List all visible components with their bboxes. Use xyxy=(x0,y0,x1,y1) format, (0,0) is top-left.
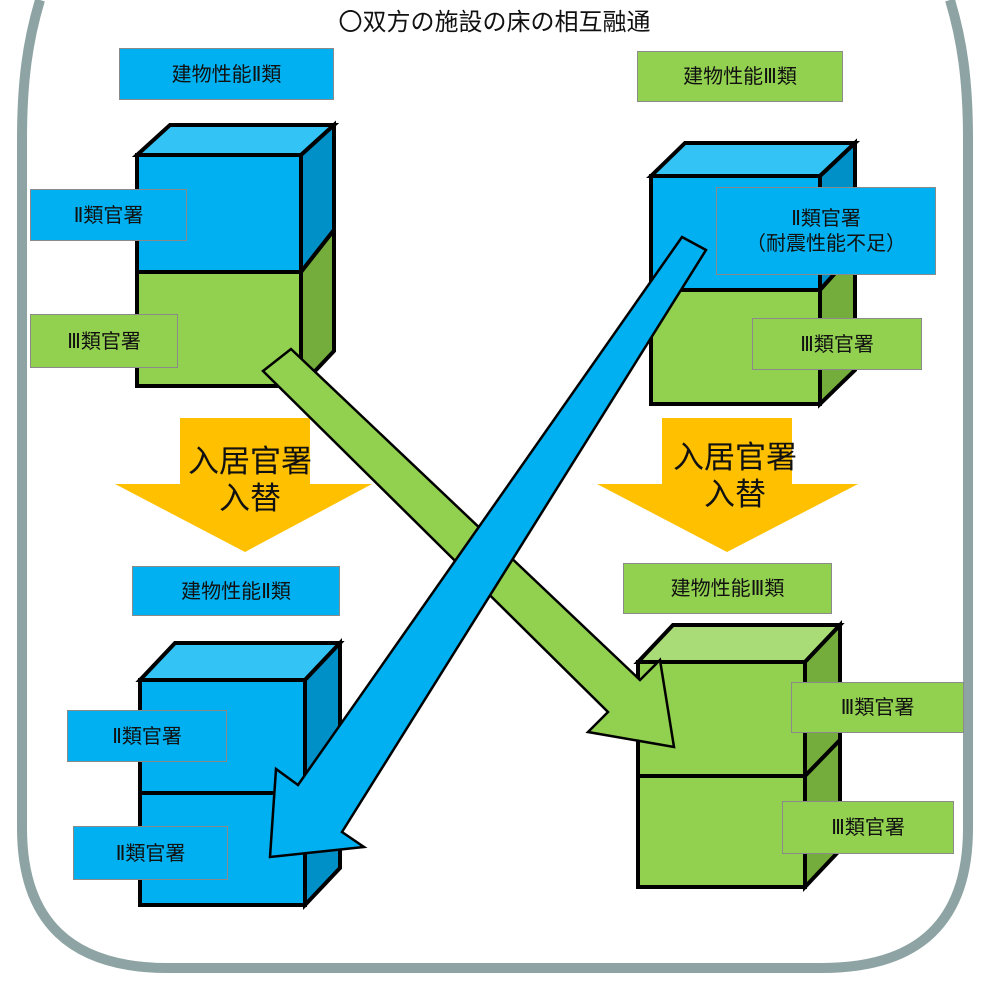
building-label-top-right: 建物性能Ⅲ類 xyxy=(637,51,843,102)
office-label-top-right-upper-line2: （耐震性能不足） xyxy=(746,231,906,255)
office-label-top-right-upper-line1: Ⅱ類官署 xyxy=(791,206,861,230)
office-label-top-right-upper: Ⅱ類官署 （耐震性能不足） xyxy=(716,187,936,275)
building-label-bottom-left: 建物性能Ⅱ類 xyxy=(132,566,340,616)
transition-text-left-line2: 入替 xyxy=(219,480,281,517)
page-title: 〇双方の施設の床の相互融通 xyxy=(338,8,651,36)
office-label-bottom-right-upper: Ⅲ類官署 xyxy=(791,682,964,733)
transition-arrow-left xyxy=(115,418,372,552)
transition-text-right-line1: 入居官署 xyxy=(673,440,797,476)
office-label-bottom-left-lower: Ⅱ類官署 xyxy=(73,826,228,880)
transition-text-left: 入居官署 入替 xyxy=(170,444,330,517)
office-label-bottom-left-upper: Ⅱ類官署 xyxy=(67,710,227,762)
transition-text-left-line1: 入居官署 xyxy=(188,444,312,480)
office-label-top-left-upper: Ⅱ類官署 xyxy=(30,189,187,241)
office-label-top-left-lower: Ⅲ類官署 xyxy=(30,314,178,368)
transition-arrow-right xyxy=(597,418,858,552)
frame-border xyxy=(17,0,973,973)
office-label-top-right-lower: Ⅲ類官署 xyxy=(752,318,922,370)
bottom-right-lower-floor xyxy=(636,774,807,889)
building-label-top-left: 建物性能Ⅱ類 xyxy=(119,48,334,100)
relocation-arrow-blue xyxy=(268,235,708,859)
transition-text-right-line2: 入替 xyxy=(704,476,766,513)
building-label-bottom-right: 建物性能Ⅲ類 xyxy=(623,563,832,614)
top-left-upper-floor xyxy=(135,153,303,274)
transition-text-right: 入居官署 入替 xyxy=(655,440,815,513)
office-label-bottom-right-lower: Ⅲ類官署 xyxy=(782,801,954,854)
